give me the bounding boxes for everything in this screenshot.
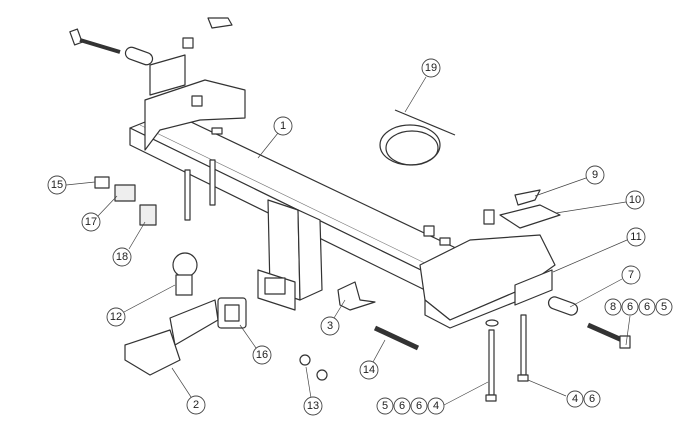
callout-2: 2	[186, 395, 206, 415]
part-receiver-cover	[217, 297, 247, 329]
callout-4-6: 4 6	[566, 390, 601, 408]
callout-1: 1	[273, 116, 293, 136]
callout-5-6-6-4: 5 6 6 4	[376, 397, 445, 415]
part-studs	[184, 159, 216, 221]
part-wiring-coil	[379, 109, 456, 166]
leader-lines	[65, 76, 631, 406]
svg-text:4: 4	[572, 393, 578, 405]
svg-text:6: 6	[589, 393, 595, 405]
svg-text:5: 5	[382, 400, 388, 412]
svg-text:8: 8	[610, 301, 616, 313]
callout-18: 18	[112, 247, 132, 267]
svg-text:15: 15	[51, 179, 63, 191]
callout-3: 3	[320, 316, 340, 336]
part-crossbar	[129, 79, 556, 329]
callout-9: 9	[585, 165, 605, 185]
svg-text:11: 11	[630, 231, 641, 243]
svg-text:12: 12	[110, 311, 122, 323]
callout-11: 11	[626, 227, 646, 247]
svg-text:2: 2	[193, 399, 199, 411]
svg-text:10: 10	[629, 194, 641, 206]
svg-text:13: 13	[307, 400, 319, 412]
svg-text:3: 3	[327, 320, 333, 332]
callout-15: 15	[47, 175, 67, 195]
part-ball-mount	[124, 299, 219, 376]
part-small-hardware	[299, 281, 420, 381]
part-right-hardware	[423, 189, 631, 402]
svg-text:14: 14	[363, 364, 375, 376]
svg-text:6: 6	[627, 301, 633, 313]
svg-text:6: 6	[644, 301, 650, 313]
callout-12: 12	[106, 307, 126, 327]
callout-10: 10	[625, 190, 645, 210]
callout-17: 17	[81, 212, 101, 232]
svg-text:17: 17	[85, 216, 97, 228]
svg-text:6: 6	[399, 400, 405, 412]
svg-text:5: 5	[661, 301, 667, 313]
part-top-hardware	[69, 17, 233, 135]
callout-19: 19	[421, 58, 441, 78]
svg-text:9: 9	[592, 169, 598, 181]
svg-text:16: 16	[256, 349, 268, 361]
svg-text:7: 7	[628, 269, 634, 281]
part-tow-ball	[172, 252, 198, 296]
callout-14: 14	[359, 360, 379, 380]
callout-7: 7	[621, 265, 641, 285]
callout-16: 16	[252, 345, 272, 365]
svg-text:18: 18	[116, 251, 128, 263]
svg-text:4: 4	[433, 400, 439, 412]
part-labels	[94, 176, 157, 226]
svg-text:19: 19	[425, 62, 437, 74]
svg-text:1: 1	[280, 120, 286, 132]
callout-13: 13	[303, 396, 323, 416]
svg-text:6: 6	[416, 400, 422, 412]
callout-8-6-6-5: 8 6 6 5	[604, 298, 673, 316]
